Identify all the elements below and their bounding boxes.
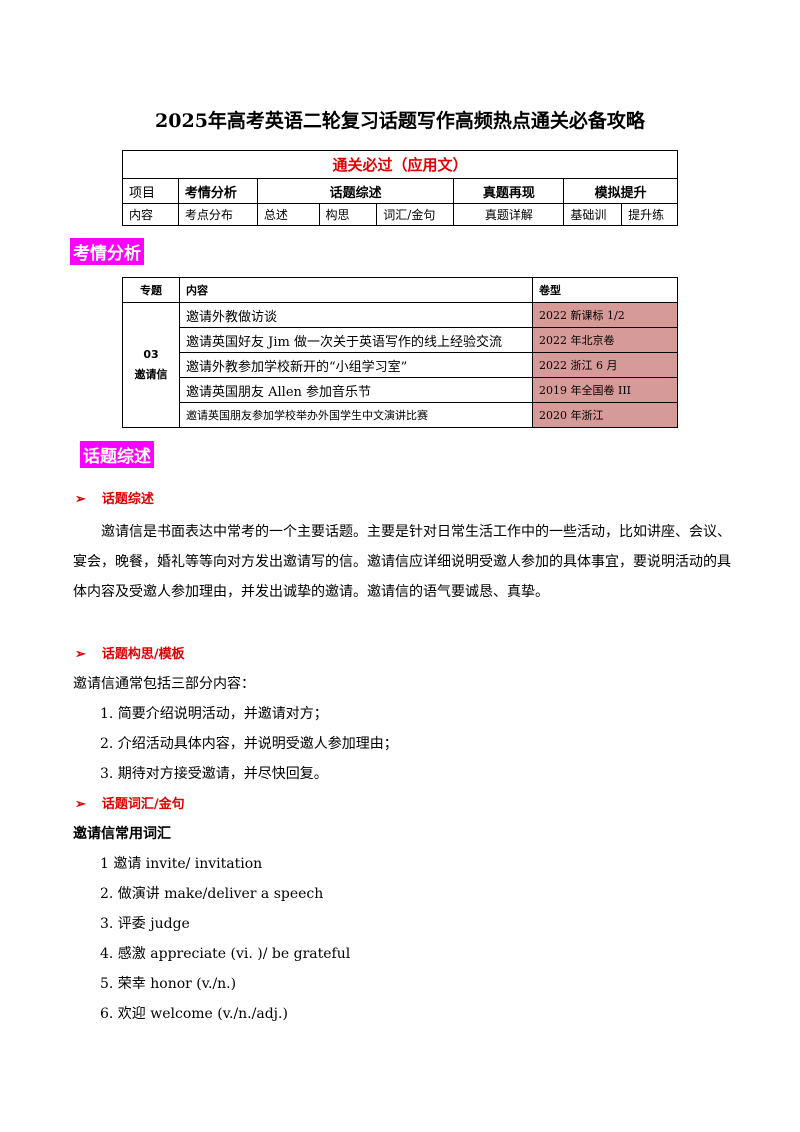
nav-header-practice[interactable]: 模拟提升 [563,178,678,204]
topic-number: 03 [143,348,159,361]
nav-item-advanced[interactable]: 提升练 [621,203,678,226]
section-heading-text: 话题词汇/金句 [101,797,185,812]
section-heading-text: 话题构思/模板 [101,647,185,662]
nav-item-overview[interactable]: 总述 [256,203,320,226]
section-vocabulary-heading: ➢ 话题词汇/金句 [75,793,185,812]
arrow-icon: ➢ [75,647,86,662]
structure-intro: 邀请信通常包括三部分内容： [73,676,255,692]
topic-row-content: 邀请英国朋友参加学校举办外国学生中文演讲比赛 [179,402,533,428]
topic-row-content: 邀请外教参加学校新开的“小组学习室” [179,352,533,378]
arrow-icon: ➢ [75,492,86,507]
summary-paragraph: 邀请信是书面表达中常考的一个主要话题。主要是针对日常生活工作中的一些活动，比如讲… [73,524,731,600]
arrow-icon: ➢ [75,797,86,812]
vocabulary-subheading: 邀请信常用词汇 [73,826,171,842]
topic-row-paper: 2020 年浙江 [532,402,678,428]
topic-header-subject: 专题 [122,277,180,303]
vocabulary-item: 4. 感激 appreciate (vi. )/ be grateful [100,946,351,962]
topic-row-content: 邀请英国好友 Jim 做一次关于英语写作的线上经验交流 [179,327,533,353]
topic-name: 邀请信 [134,368,168,381]
nav-header-summary[interactable]: 话题综述 [256,178,455,204]
nav-item-vocabulary[interactable]: 词汇/金句 [376,203,455,226]
vocabulary-item: 3. 评委 judge [100,916,190,932]
structure-item: 1. 简要介绍说明活动，并邀请对方； [100,706,328,722]
nav-item-basic[interactable]: 基础训 [563,203,623,226]
section-heading-text: 话题综述 [101,492,154,507]
page-title: 2025年高考英语二轮复习话题写作高频热点通关必备攻略 [155,110,645,132]
topic-summary-tag: 话题综述 [80,441,154,468]
vocabulary-item: 2. 做演讲 make/deliver a speech [100,886,324,902]
nav-item-content: 内容 [122,203,179,226]
nav-header-real-exam[interactable]: 真题再现 [453,178,565,204]
navigation-table: 通关必过（应用文） 项目 考情分析 话题综述 真题再现 模拟提升 内容 考点分布… [122,150,678,226]
topic-row-paper: 2022 年北京卷 [532,327,678,353]
nav-heading: 通关必过（应用文） [122,150,678,179]
topic-table: 专题 内容 卷型 03 邀请信 邀请外教做访谈 2022 新课标 1/2 邀请英… [122,277,678,428]
vocabulary-item: 6. 欢迎 welcome (v./n./adj.) [100,1006,288,1022]
section-structure-heading: ➢ 话题构思/模板 [75,643,185,662]
vocabulary-item: 1 邀请 invite/ invitation [100,856,263,872]
topic-row-paper: 2022 新课标 1/2 [532,302,678,328]
topic-header-content: 内容 [179,277,533,303]
section-summary-heading: ➢ 话题综述 [75,488,154,507]
vocabulary-item: 5. 荣幸 honor (v./n.) [100,976,237,992]
structure-item: 3. 期待对方接受邀请，并尽快回复。 [100,766,328,782]
topic-row-content: 邀请英国朋友 Allen 参加音乐节 [179,377,533,403]
nav-item-distribution[interactable]: 考点分布 [177,203,258,226]
topic-header-paper: 卷型 [532,277,678,303]
nav-item-explanation[interactable]: 真题详解 [453,203,565,226]
topic-row-paper: 2019 年全国卷 III [532,377,678,403]
nav-header-item: 项目 [122,178,179,204]
topic-label: 03 邀请信 [122,302,180,428]
nav-header-analysis[interactable]: 考情分析 [177,178,258,204]
exam-analysis-tag: 考情分析 [70,238,144,265]
topic-row-content: 邀请外教做访谈 [179,302,533,328]
structure-item: 2. 介绍活动具体内容，并说明受邀人参加理由； [100,736,398,752]
topic-row-paper: 2022 浙江 6 月 [532,352,678,378]
nav-item-structure[interactable]: 构思 [318,203,378,226]
